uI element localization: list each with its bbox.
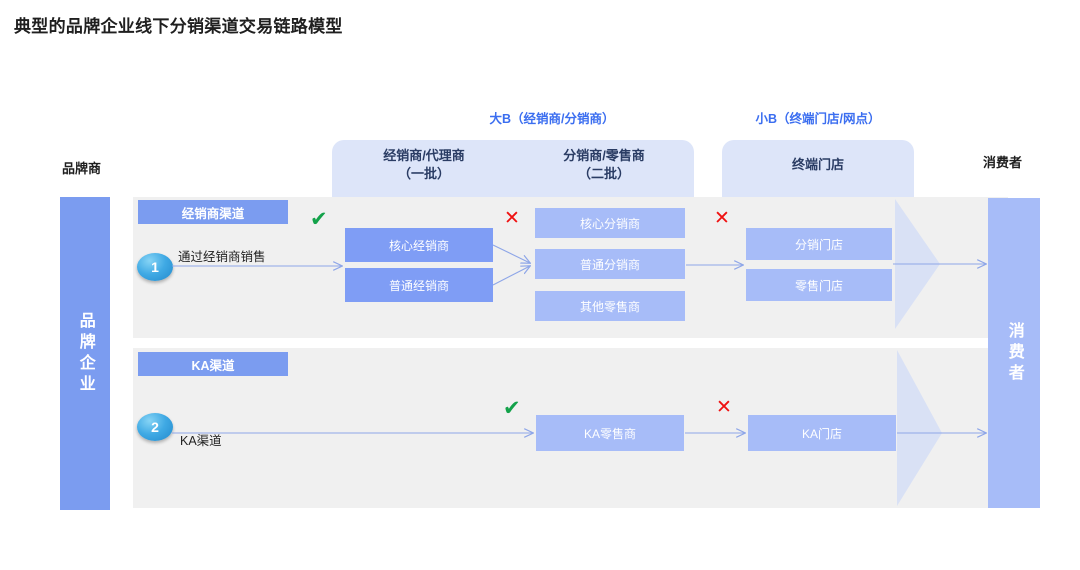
check-ka-retailer-icon: ✔ xyxy=(503,397,521,420)
channel-badge-dealer: 经销商渠道 xyxy=(138,200,288,224)
column-title-brand: 品牌商 xyxy=(62,161,102,176)
entity-ka-retailer[interactable]: KA零售商 xyxy=(536,415,684,451)
entity-distribution-store[interactable]: 分销门店 xyxy=(746,228,892,260)
consumer-label: 消费者 xyxy=(1005,321,1023,385)
column-title-consumer: 消费者 xyxy=(983,155,1023,170)
entity-core-distributor[interactable]: 核心分销商 xyxy=(535,208,685,238)
consumer-bar: 消费者 xyxy=(988,198,1040,508)
cross-ka-store-icon: ✕ xyxy=(716,397,732,418)
brand-enterprise-label: 品牌企业 xyxy=(76,311,94,396)
check-dealer-icon: ✔ xyxy=(310,208,328,231)
step-bubble-2: 2 xyxy=(137,413,173,441)
entity-normal-dealer[interactable]: 普通经销商 xyxy=(345,268,493,302)
brand-enterprise-bar: 品牌企业 xyxy=(60,197,110,510)
step-bubble-1: 1 xyxy=(137,253,173,281)
cross-distributor-icon: ✕ xyxy=(504,208,520,229)
cross-terminal-icon: ✕ xyxy=(714,208,730,229)
channel-badge-ka: KA渠道 xyxy=(138,352,288,376)
group-label-big-b: 大B（经销商/分销商） xyxy=(489,112,615,126)
entity-ka-store[interactable]: KA门店 xyxy=(748,415,896,451)
column-head-distributor: 分销商/零售商 （二批） xyxy=(563,148,645,181)
entity-core-dealer[interactable]: 核心经销商 xyxy=(345,228,493,262)
caption-dealer-channel: 通过经销商销售 xyxy=(178,250,266,264)
page-title: 典型的品牌企业线下分销渠道交易链路模型 xyxy=(14,17,343,36)
entity-other-retailer[interactable]: 其他零售商 xyxy=(535,291,685,321)
caption-ka-channel: KA渠道 xyxy=(180,434,222,448)
entity-retail-store[interactable]: 零售门店 xyxy=(746,269,892,301)
column-head-terminal: 终端门店 xyxy=(791,157,844,172)
column-head-dealer: 经销商/代理商 （一批） xyxy=(383,148,465,181)
group-label-small-b: 小B（终端门店/网点） xyxy=(755,112,881,126)
entity-normal-distributor[interactable]: 普通分销商 xyxy=(535,249,685,279)
